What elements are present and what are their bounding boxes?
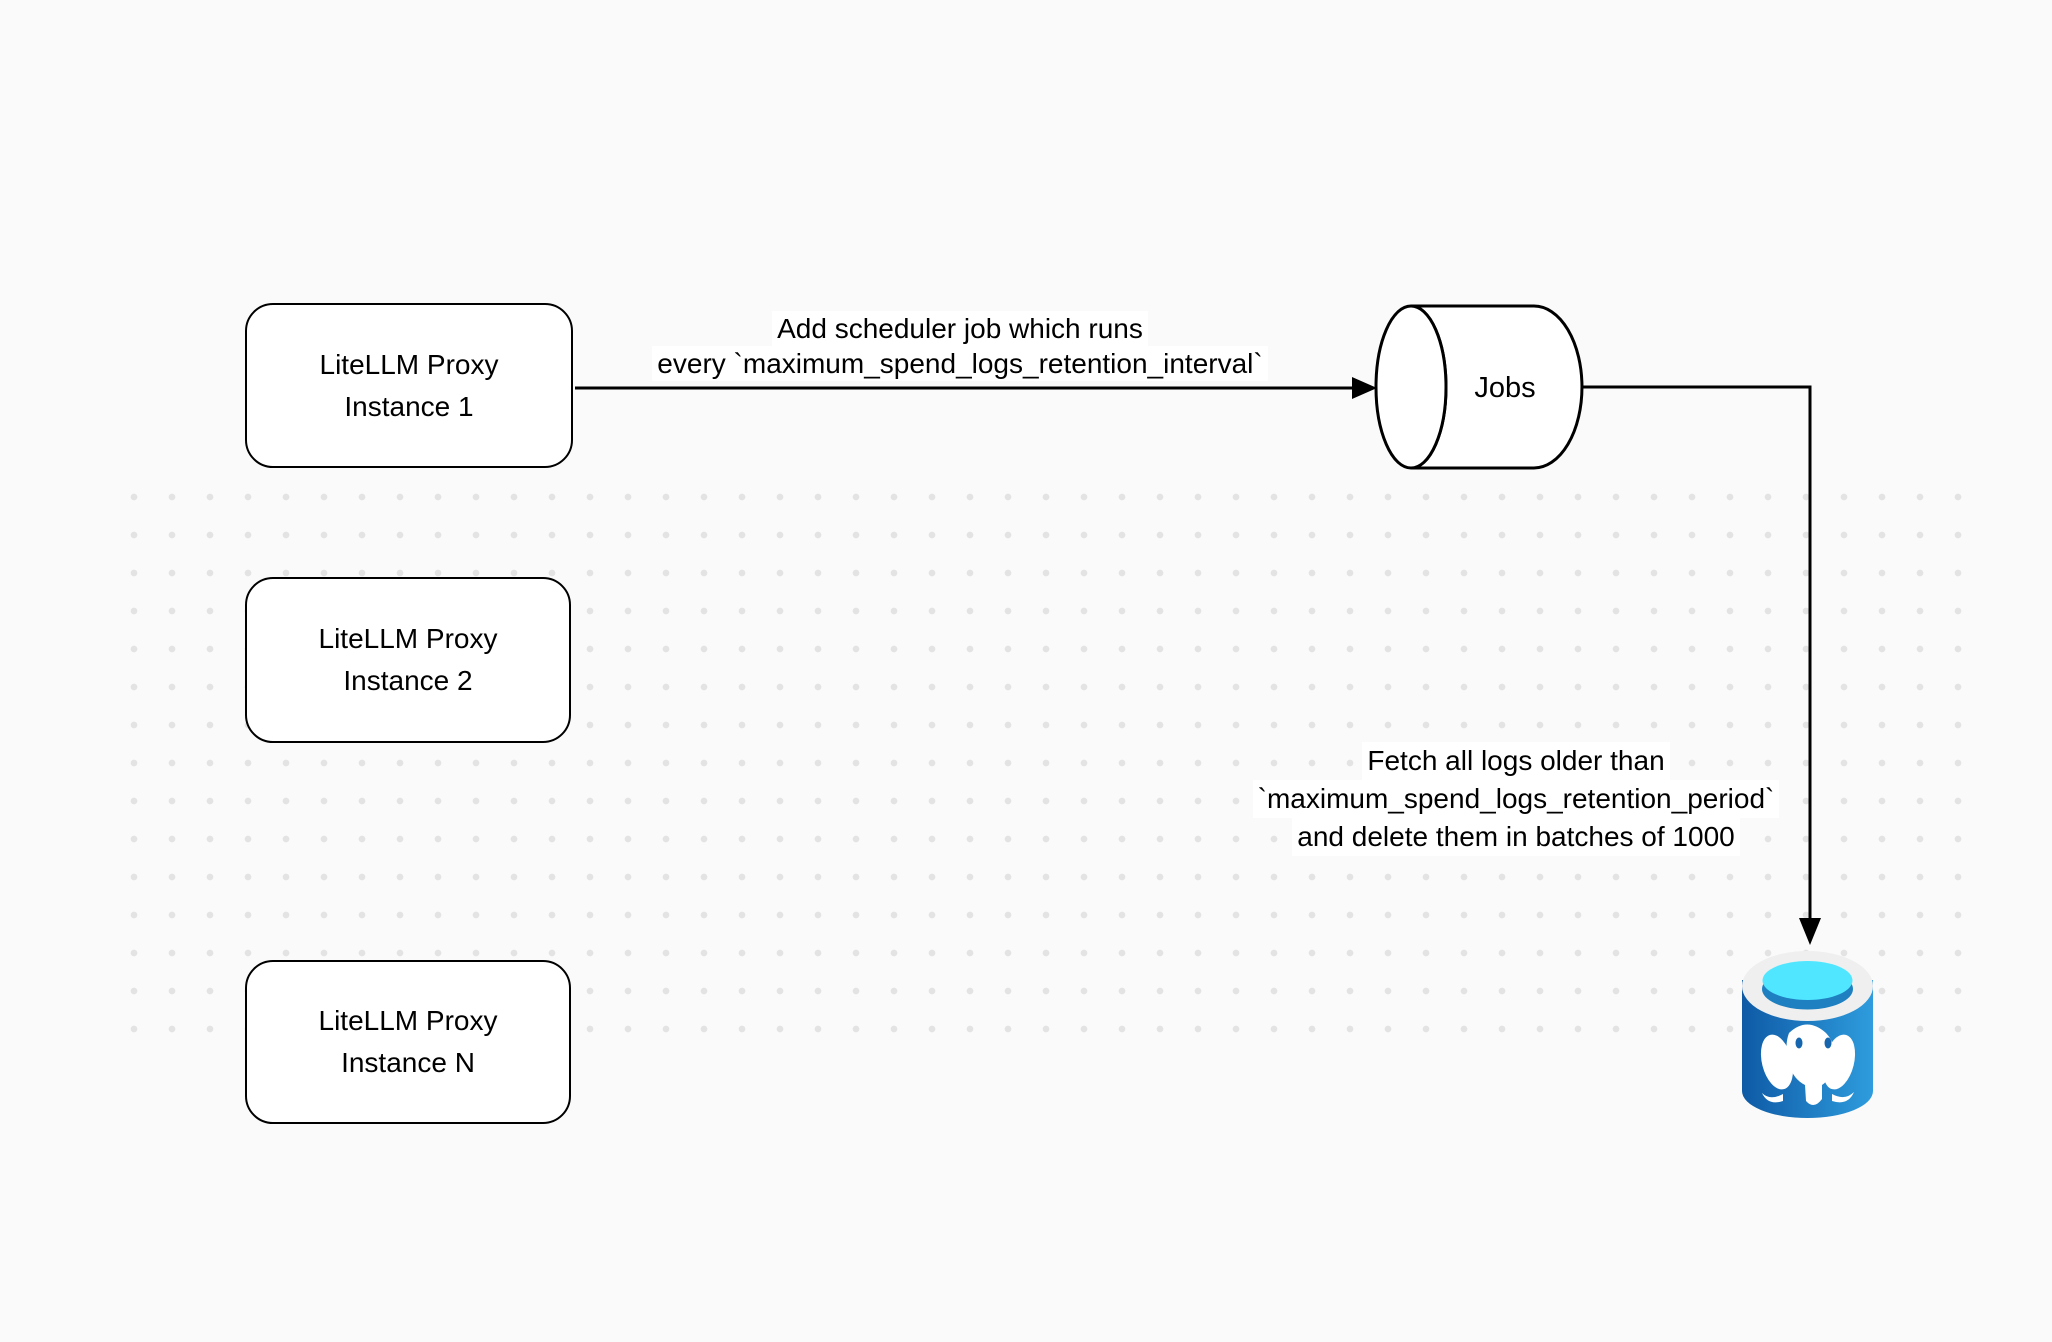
jobs-to-db-edge-arrow — [1582, 385, 1821, 945]
proxy-instance-1-node: LiteLLM Proxy Instance 1 — [245, 303, 573, 468]
node-label-line: LiteLLM Proxy — [318, 1005, 498, 1036]
jobs-queue-node — [1374, 304, 1584, 470]
scheduler-edge-label: Add scheduler job which runs every `maxi… — [600, 311, 1320, 381]
scheduler-edge-arrow — [575, 377, 1377, 399]
postgresql-elephant-icon — [1760, 1024, 1856, 1106]
node-label-line: Instance 2 — [343, 665, 473, 696]
cylinder-end-cap — [1374, 304, 1448, 470]
elephant-eye — [1824, 1037, 1832, 1049]
proxy-instance-2-node: LiteLLM Proxy Instance 2 — [245, 577, 571, 743]
db-top-inner — [1762, 961, 1853, 1000]
arrowhead-down-icon — [1799, 918, 1821, 945]
postgresql-database-icon — [1742, 951, 1873, 1118]
arrowhead-right-icon — [1352, 377, 1377, 399]
elephant-eye — [1795, 1037, 1803, 1049]
cleanup-edge-label: Fetch all logs older than `maximum_spend… — [1166, 742, 1866, 856]
elephant-tusk — [1832, 1092, 1854, 1103]
jobs-node-label: Jobs — [1474, 371, 1536, 404]
elephant-tusk — [1762, 1093, 1783, 1103]
proxy-instance-n-node: LiteLLM Proxy Instance N — [245, 960, 571, 1124]
node-label-line: LiteLLM Proxy — [319, 348, 499, 380]
node-label-line: LiteLLM Proxy — [318, 623, 498, 654]
node-label-line: Instance N — [341, 1047, 475, 1078]
node-label-line: Instance 1 — [344, 390, 474, 422]
